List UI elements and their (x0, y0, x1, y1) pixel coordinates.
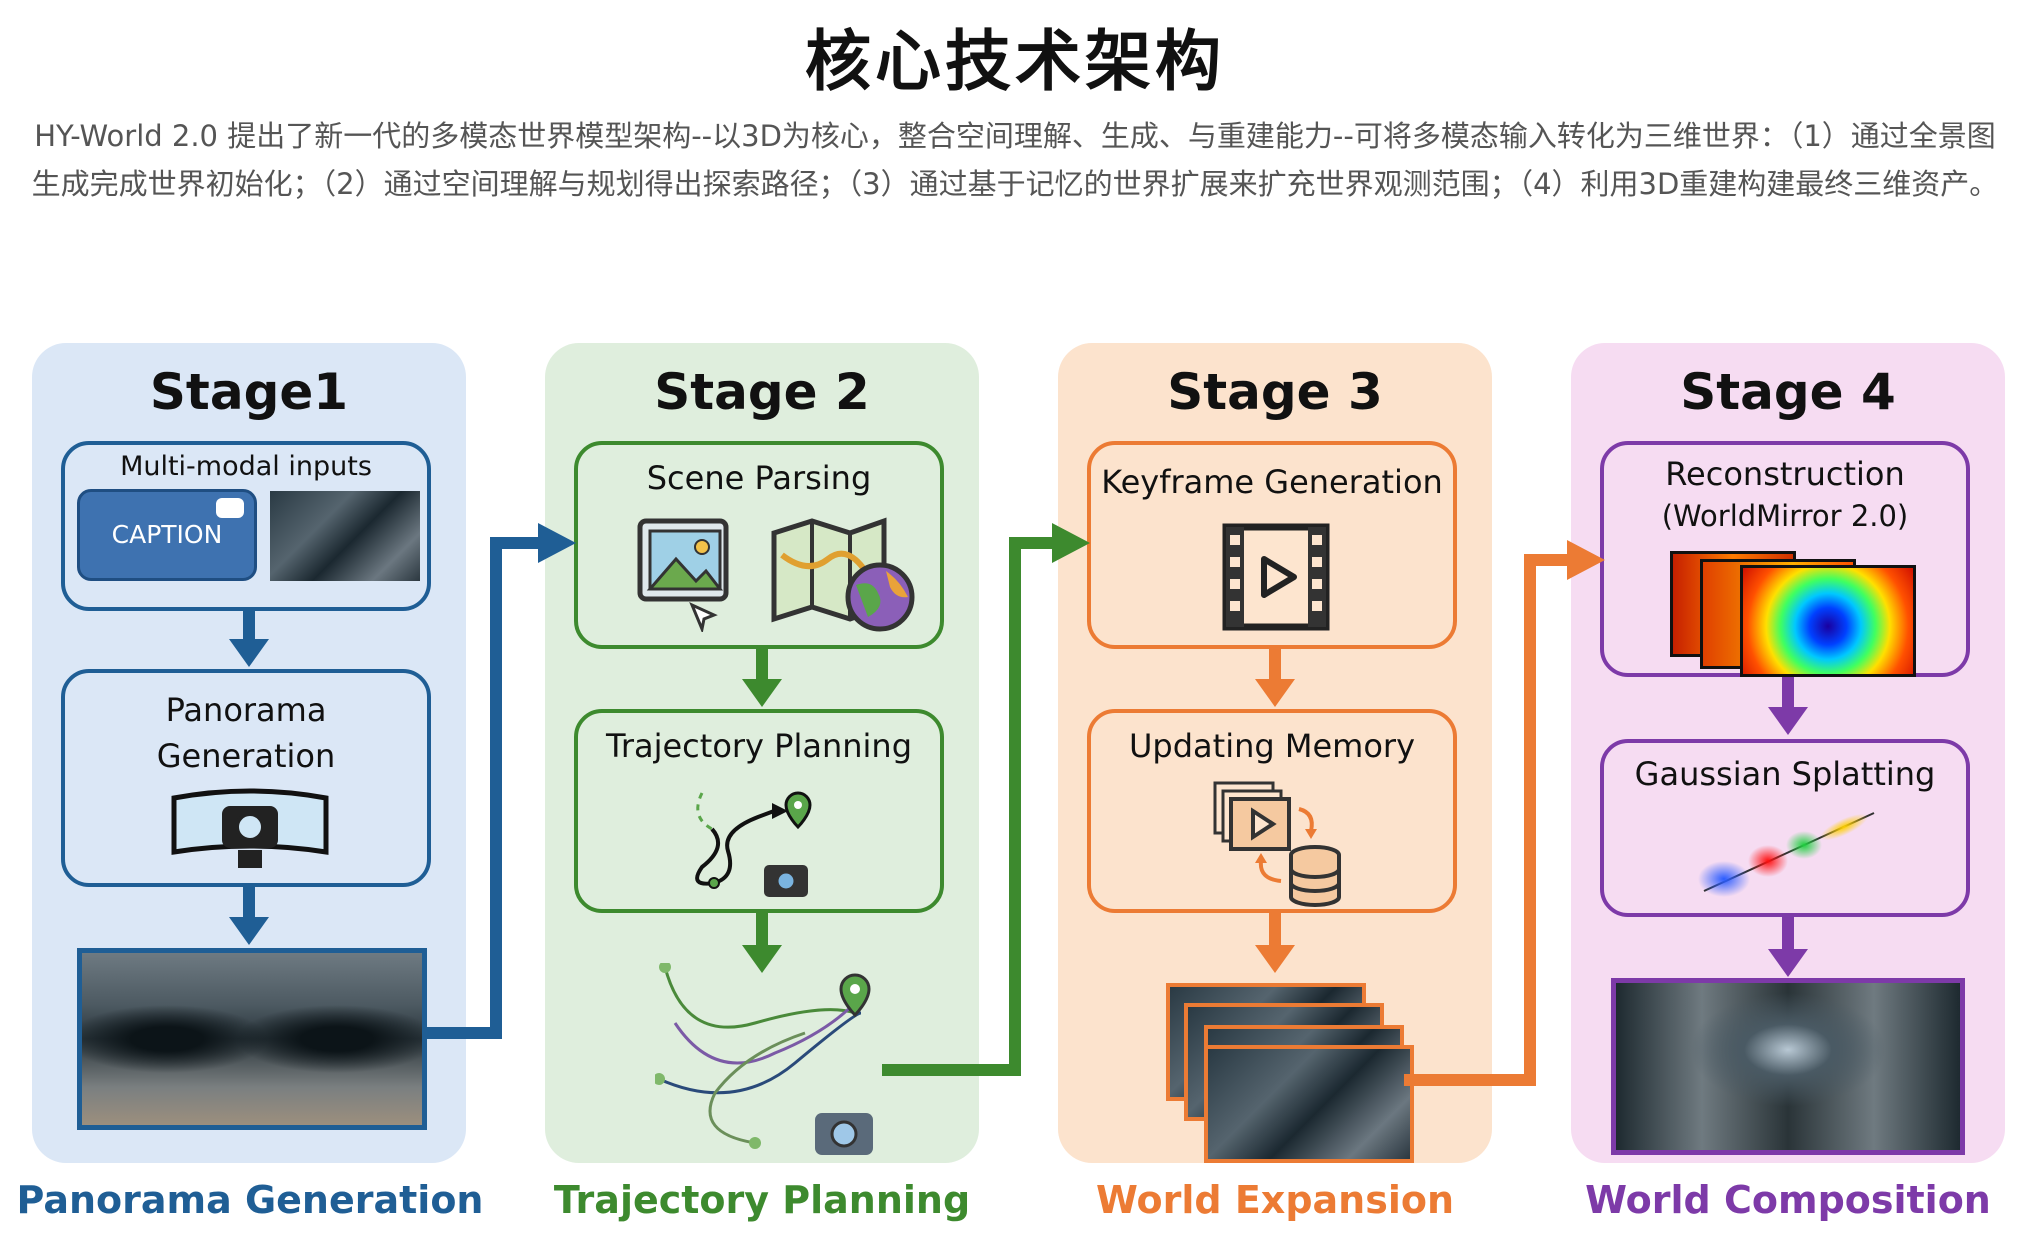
stage3-panel: Stage 3 Keyframe Generation Updating Mem… (1058, 343, 1492, 1163)
gaussian-splat-icon (1698, 812, 1875, 897)
stage1-panel: Stage1 Multi-modal inputs CAPTION Panora… (32, 343, 466, 1163)
stage2-title: Stage 2 (654, 363, 870, 421)
multimodal-inputs-box: Multi-modal inputs CAPTION (61, 441, 431, 611)
bottom-label-trajectory: Trajectory Planning (553, 1178, 971, 1222)
caption-card: CAPTION (77, 489, 257, 581)
trajectory-planning-label: Trajectory Planning (605, 727, 912, 765)
scene-parsing-box: Scene Parsing (574, 441, 944, 649)
updating-memory-label: Updating Memory (1129, 727, 1415, 765)
stage1-arrow-down-2 (229, 887, 269, 945)
depth-map-3 (1740, 565, 1916, 677)
stage1-arrow-down-1 (229, 611, 269, 667)
stage4-title: Stage 4 (1680, 363, 1896, 421)
stage2-panel: Stage 2 Scene Parsing Trajectory Plannin… (545, 343, 979, 1163)
intro-paragraph: HY-World 2.0 提出了新一代的多模态世界模型架构--以3D为核心，整合… (31, 119, 1999, 201)
scene-parsing-label: Scene Parsing (646, 459, 872, 497)
camera-panorama-icon (171, 788, 329, 868)
keyframe-image-4 (1204, 1045, 1414, 1163)
reconstruction-box: Reconstruction (WorldMirror 2.0) (1600, 441, 1970, 677)
corridor-input-image (270, 491, 420, 581)
image-cursor-icon (637, 518, 729, 632)
worldmirror-label: (WorldMirror 2.0) (1661, 499, 1909, 533)
trajectory-pin-icon (695, 791, 812, 897)
bottom-label-composition: World Composition (1585, 1178, 1991, 1222)
chat-bubble-icon (216, 498, 244, 518)
caption-label: CAPTION (111, 520, 223, 549)
reconstruction-label: Reconstruction (1665, 455, 1905, 493)
stage3-title: Stage 3 (1167, 363, 1383, 421)
updating-memory-box: Updating Memory (1087, 709, 1457, 913)
stage2-arrow-down-1 (742, 649, 782, 707)
film-play-icon (1222, 523, 1330, 631)
memory-database-icon (1213, 781, 1341, 907)
stage4-panel: Stage 4 Reconstruction (WorldMirror 2.0)… (1571, 343, 2005, 1163)
stage4-arrow-down-2 (1768, 917, 1808, 977)
gaussian-splatting-label: Gaussian Splatting (1634, 755, 1936, 793)
multimodal-inputs-label: Multi-modal inputs (120, 451, 372, 482)
stage3-arrow-down-1 (1255, 649, 1295, 707)
bottom-label-expansion: World Expansion (1095, 1178, 1455, 1222)
gaussian-splatting-box: Gaussian Splatting (1600, 739, 1970, 917)
trajectory-planning-box: Trajectory Planning (574, 709, 944, 913)
world-composition-image (1611, 978, 1965, 1155)
stage2-arrow-down-2 (742, 913, 782, 973)
page-title: 核心技术架构 (805, 23, 1225, 100)
keyframe-generation-label: Keyframe Generation (1101, 463, 1443, 501)
stage3-arrow-down-2 (1255, 913, 1295, 973)
map-globe-icon (771, 517, 915, 632)
panorama-image (77, 948, 427, 1130)
bottom-label-panorama: Panorama Generation (16, 1178, 484, 1222)
keyframe-generation-box: Keyframe Generation (1087, 441, 1457, 649)
stage4-arrow-down-1 (1768, 677, 1808, 735)
trajectories-illustration (655, 963, 873, 1155)
stage1-title: Stage1 (149, 363, 349, 421)
